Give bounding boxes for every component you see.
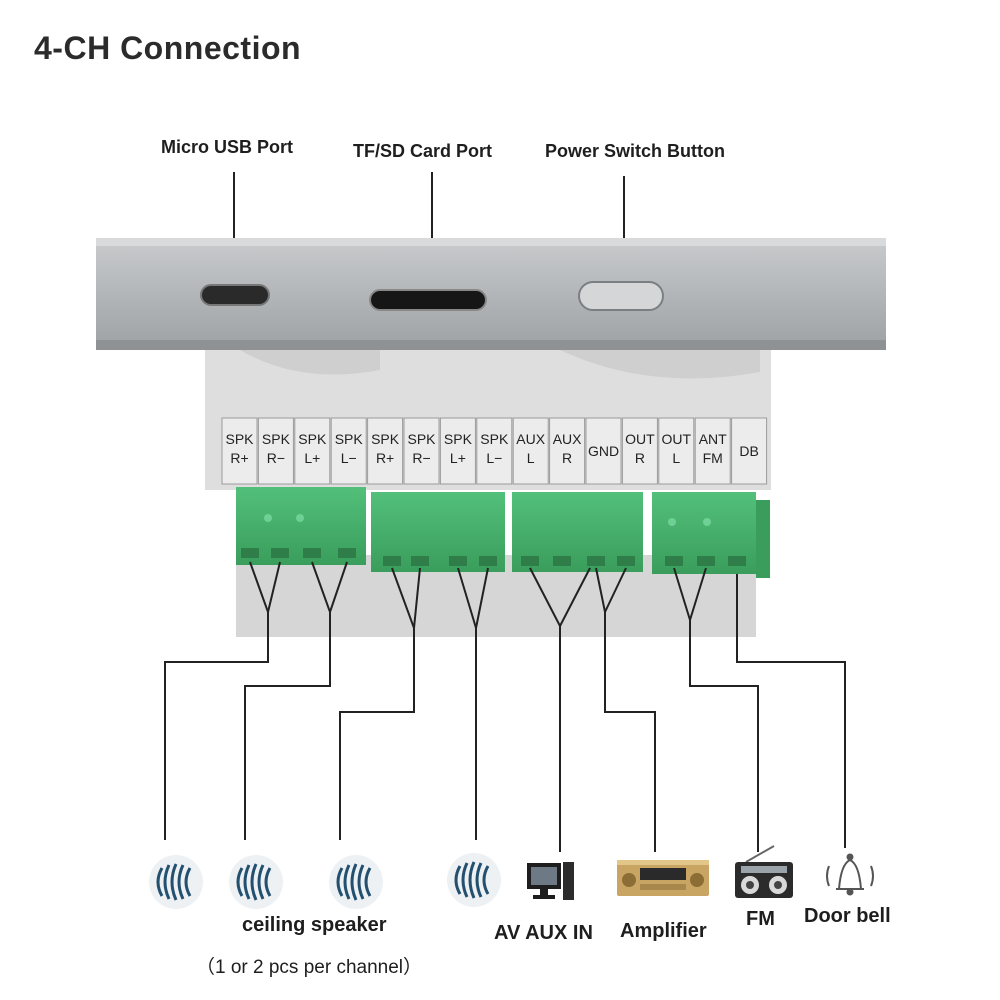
- terminal-screw-slot: [338, 548, 356, 558]
- terminal-label-text: SPK: [444, 431, 473, 447]
- terminal-screw-slot: [449, 556, 467, 566]
- terminal-screw-slots: [241, 548, 746, 566]
- ceiling-speaker-icon-1: [149, 855, 203, 909]
- label-fm: FM: [746, 908, 775, 930]
- terminal-label-text: AUX: [553, 431, 582, 447]
- radio-icon: [735, 845, 793, 898]
- terminal-screw-slot: [553, 556, 571, 566]
- terminal-label-text: R+: [230, 450, 248, 466]
- terminal-label: SPK R+: [221, 417, 258, 485]
- terminal-label: ANT FM: [694, 417, 731, 485]
- terminal-label-text: R: [635, 450, 645, 466]
- terminal-label-text: SPK: [225, 431, 254, 447]
- terminal-label: OUT L: [658, 417, 695, 485]
- terminal-screw-slot: [271, 548, 289, 558]
- terminal-label: SPK L−: [330, 417, 367, 485]
- terminal-label-text: AUX: [516, 431, 545, 447]
- amplifier-icon: [617, 860, 709, 896]
- bell-icon: [826, 853, 874, 896]
- wiring: [164, 561, 846, 852]
- terminal-label-text: L−: [486, 450, 502, 466]
- front-panel: [96, 238, 886, 350]
- sd-card-slot[interactable]: [369, 289, 487, 311]
- terminal-label-text: SPK: [298, 431, 327, 447]
- page-title: 4-CH Connection: [34, 30, 302, 66]
- terminal-label: SPK L+: [439, 417, 476, 485]
- label-av-aux-in: AV AUX IN: [494, 922, 593, 944]
- terminal-label: AUX R: [549, 417, 586, 485]
- terminal-screw-slot: [617, 556, 635, 566]
- label-amplifier: Amplifier: [620, 920, 707, 942]
- terminal-screw-slot: [303, 548, 321, 558]
- terminal-screw-slot: [728, 556, 746, 566]
- terminal-screw-slot: [383, 556, 401, 566]
- terminal-label-text: SPK: [262, 431, 291, 447]
- terminal-label-text: R+: [376, 450, 394, 466]
- terminal-label-text: L: [527, 450, 535, 466]
- terminal-label: SPK L+: [294, 417, 331, 485]
- terminal-label-text: L+: [450, 450, 466, 466]
- micro-usb-port[interactable]: [200, 284, 270, 306]
- terminal-screw-slot: [697, 556, 715, 566]
- callout-tf-sd-card-port: TF/SD Card Port: [353, 141, 493, 161]
- ceiling-speaker-icon-2: [229, 855, 283, 909]
- terminal-label-text: SPK: [371, 431, 400, 447]
- terminal-label-text: L+: [304, 450, 320, 466]
- terminal-label-text: OUT: [662, 431, 692, 447]
- terminal-label: SPK R−: [403, 417, 440, 485]
- terminal-label: SPK L−: [476, 417, 513, 485]
- computer-icon: [527, 862, 574, 900]
- terminal-label-text: DB: [739, 443, 758, 459]
- callout-micro-usb-port: Micro USB Port: [161, 137, 294, 157]
- terminal-label-text: L−: [341, 450, 357, 466]
- terminal-label: OUT R: [621, 417, 658, 485]
- label-ceiling-speaker: ceiling speaker: [242, 914, 387, 936]
- terminal-label-strip: SPK R+ SPK R− SPK L+ SPK L− SPK R+ SPK R− SPK L+ SPK L−…: [221, 417, 768, 485]
- terminal-label: GND: [585, 417, 622, 485]
- label-door-bell: Door bell: [804, 905, 891, 927]
- terminal-label: SPK R+: [367, 417, 404, 485]
- terminal-screw-slot: [521, 556, 539, 566]
- terminal-label-text: GND: [588, 443, 619, 459]
- terminal-label-text: SPK: [480, 431, 509, 447]
- terminal-label-text: R: [562, 450, 572, 466]
- terminal-screw-slot: [241, 548, 259, 558]
- terminal-label-text: SPK: [407, 431, 436, 447]
- terminal-screw-slot: [665, 556, 683, 566]
- terminal-label: SPK R−: [257, 417, 294, 485]
- ceiling-speaker-icon-4: [447, 853, 501, 907]
- power-switch-button[interactable]: [578, 281, 664, 311]
- terminal-label-text: L: [672, 450, 680, 466]
- terminal-label-text: R−: [267, 450, 285, 466]
- terminal-label-text: R−: [412, 450, 430, 466]
- terminal-label-text: ANT: [699, 431, 727, 447]
- callout-power-switch-button: Power Switch Button: [545, 141, 725, 161]
- terminal-screw-slot: [479, 556, 497, 566]
- terminal-label: DB: [731, 417, 768, 485]
- ceiling-speaker-icon-3: [329, 855, 383, 909]
- terminal-label-text: FM: [703, 450, 723, 466]
- terminal-label-text: SPK: [335, 431, 364, 447]
- terminal-screw-slot: [411, 556, 429, 566]
- label-ceiling-speaker-note: （1 or 2 pcs per channel）: [196, 957, 423, 978]
- terminal-label-text: OUT: [625, 431, 655, 447]
- terminal-label: AUX L: [512, 417, 549, 485]
- terminal-screw-slot: [587, 556, 605, 566]
